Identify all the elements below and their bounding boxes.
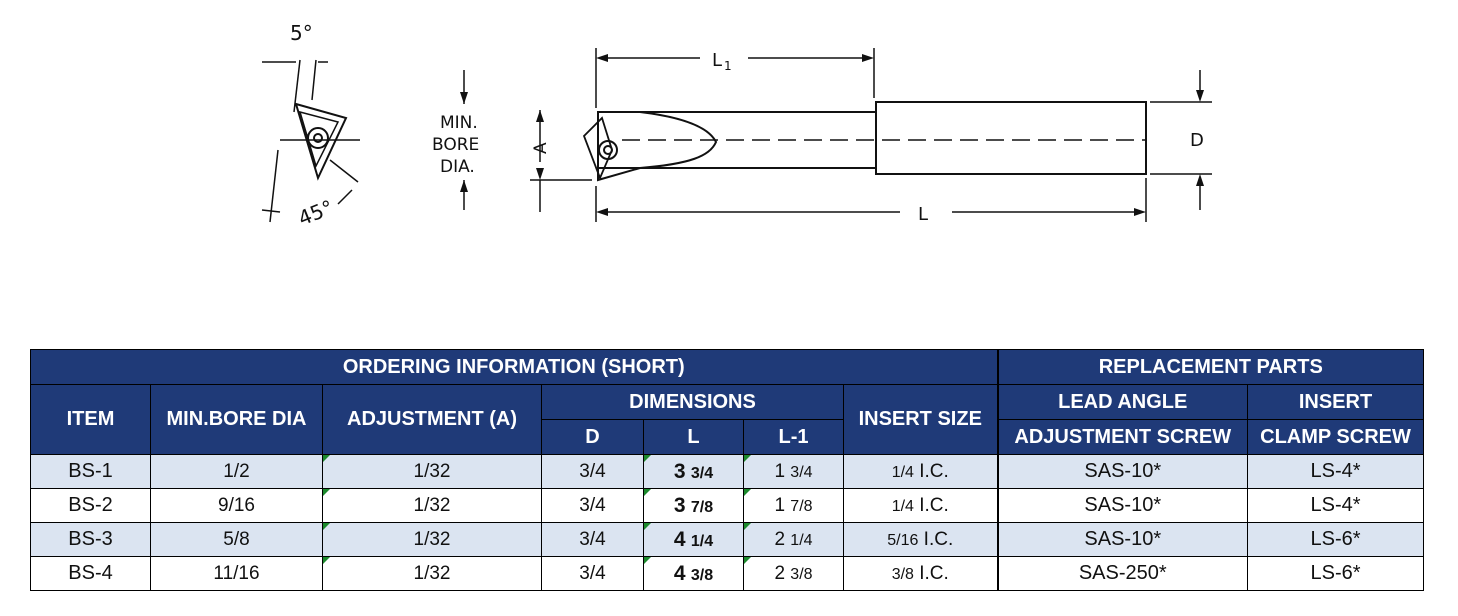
l1-fraction: 3/4 xyxy=(790,463,813,481)
table-row: BS-2 9/16 1/32 3/4 3 7/8 1 7/8 1/4 I.C. … xyxy=(30,488,1424,523)
item-cell: BS-3 xyxy=(30,522,151,557)
l1-cell: 1 3/4 xyxy=(743,454,844,489)
d-cell: 3/4 xyxy=(541,488,644,523)
l-cell: 3 3/4 xyxy=(643,454,744,489)
item-header: ITEM xyxy=(30,384,151,455)
d-header: D xyxy=(541,419,644,455)
lead-screw-cell: SAS-10* xyxy=(996,454,1248,489)
min-bore-cell: 5/8 xyxy=(150,522,323,557)
table-row: BS-3 5/8 1/32 3/4 4 1/4 2 1/4 5/16 I.C. … xyxy=(30,522,1424,557)
l-header: L xyxy=(643,419,744,455)
min-bore-cell: 9/16 xyxy=(150,488,323,523)
adjustment-header: ADJUSTMENT (A) xyxy=(322,384,542,455)
min-bore-label-line1: MIN. xyxy=(440,113,478,133)
item-cell: BS-2 xyxy=(30,488,151,523)
min-bore-header: MIN.BORE DIA xyxy=(150,384,323,455)
adjustment-screw-header: ADJUSTMENT SCREW xyxy=(996,419,1248,455)
clamp-screw-cell: LS-4* xyxy=(1247,488,1424,523)
insert-unit: I.C. xyxy=(919,494,949,516)
insert-fraction: 1/4 xyxy=(891,463,914,481)
l-whole: 3 xyxy=(673,493,686,517)
l1-whole: 1 xyxy=(774,460,786,482)
l1-cell: 2 1/4 xyxy=(743,522,844,557)
item-cell: BS-4 xyxy=(30,556,151,591)
l-whole: 4 xyxy=(673,527,686,551)
l-fraction: 3/4 xyxy=(690,464,714,482)
l-whole: 3 xyxy=(673,459,686,483)
insert-size-header: INSERT SIZE xyxy=(843,384,998,455)
technical-drawing: 5° 45° MIN. BORE DIA. A L 1 L D xyxy=(261,21,1212,231)
l1-cell: 1 7/8 xyxy=(743,488,844,523)
min-bore-cell: 11/16 xyxy=(150,556,323,591)
clamp-screw-cell: LS-6* xyxy=(1247,522,1424,557)
l1-whole: 2 xyxy=(774,562,786,584)
l1-fraction: 3/8 xyxy=(790,565,813,583)
l-cell: 4 1/4 xyxy=(643,522,744,557)
min-bore-label-line3: DIA. xyxy=(440,157,475,177)
min-bore-cell: 1/2 xyxy=(150,454,323,489)
clamp-screw-header: CLAMP SCREW xyxy=(1247,419,1424,455)
lead-angle-header: LEAD ANGLE xyxy=(996,384,1248,420)
angle-top-label: 5° xyxy=(290,21,313,45)
item-cell: BS-1 xyxy=(30,454,151,489)
l1-fraction: 7/8 xyxy=(790,497,813,515)
dim-d-label: D xyxy=(1190,130,1204,151)
l-cell: 4 3/8 xyxy=(643,556,744,591)
clamp-screw-cell: LS-6* xyxy=(1247,556,1424,591)
table-row: BS-4 11/16 1/32 3/4 4 3/8 2 3/8 3/8 I.C.… xyxy=(30,556,1424,591)
ordering-table: ORDERING INFORMATION (SHORT) REPLACEMENT… xyxy=(30,349,1424,591)
insert-unit: I.C. xyxy=(923,528,954,550)
d-cell: 3/4 xyxy=(541,522,644,557)
insert-fraction: 1/4 xyxy=(891,497,914,515)
min-bore-label-line2: BORE xyxy=(432,135,479,155)
l1-cell: 2 3/8 xyxy=(743,556,844,591)
l1-whole: 1 xyxy=(774,494,786,516)
l-fraction: 1/4 xyxy=(690,532,714,550)
dim-l-label: L xyxy=(918,204,928,225)
dim-l1-label: L xyxy=(712,50,722,71)
insert-unit: I.C. xyxy=(919,460,949,482)
dimensions-header: DIMENSIONS xyxy=(541,384,844,420)
insert-size-cell: 3/8 I.C. xyxy=(843,556,998,591)
l1-header: L-1 xyxy=(743,419,844,455)
ordering-info-header: ORDERING INFORMATION (SHORT) xyxy=(30,349,998,385)
insert-header: INSERT xyxy=(1247,384,1424,420)
l1-whole: 2 xyxy=(774,528,786,550)
dim-l1-subscript: 1 xyxy=(724,59,732,73)
adjustment-cell: 1/32 xyxy=(322,454,542,489)
insert-fraction: 3/8 xyxy=(891,565,914,583)
insert-fraction: 5/16 xyxy=(887,531,919,549)
l1-fraction: 1/4 xyxy=(790,531,813,549)
lead-screw-cell: SAS-10* xyxy=(996,522,1248,557)
replacement-parts-header: REPLACEMENT PARTS xyxy=(996,349,1424,385)
d-cell: 3/4 xyxy=(541,454,644,489)
adjustment-cell: 1/32 xyxy=(322,556,542,591)
insert-unit: I.C. xyxy=(919,562,949,584)
l-fraction: 3/8 xyxy=(690,566,714,584)
lead-screw-cell: SAS-10* xyxy=(996,488,1248,523)
insert-size-cell: 1/4 I.C. xyxy=(843,488,998,523)
dim-a-label: A xyxy=(531,142,551,154)
boring-bar-side-view xyxy=(463,48,1212,222)
l-whole: 4 xyxy=(673,561,686,585)
lead-screw-cell: SAS-250* xyxy=(996,556,1248,591)
adjustment-cell: 1/32 xyxy=(322,522,542,557)
adjustment-cell: 1/32 xyxy=(322,488,542,523)
l-fraction: 7/8 xyxy=(690,498,714,516)
insert-end-view xyxy=(261,59,360,223)
clamp-screw-cell: LS-4* xyxy=(1247,454,1424,489)
d-cell: 3/4 xyxy=(541,556,644,591)
l-cell: 3 7/8 xyxy=(643,488,744,523)
table-row: BS-1 1/2 1/32 3/4 3 3/4 1 3/4 1/4 I.C. S… xyxy=(30,454,1424,489)
insert-size-cell: 1/4 I.C. xyxy=(843,454,998,489)
insert-size-cell: 5/16 I.C. xyxy=(843,522,998,557)
angle-bottom-label: 45° xyxy=(295,195,337,231)
